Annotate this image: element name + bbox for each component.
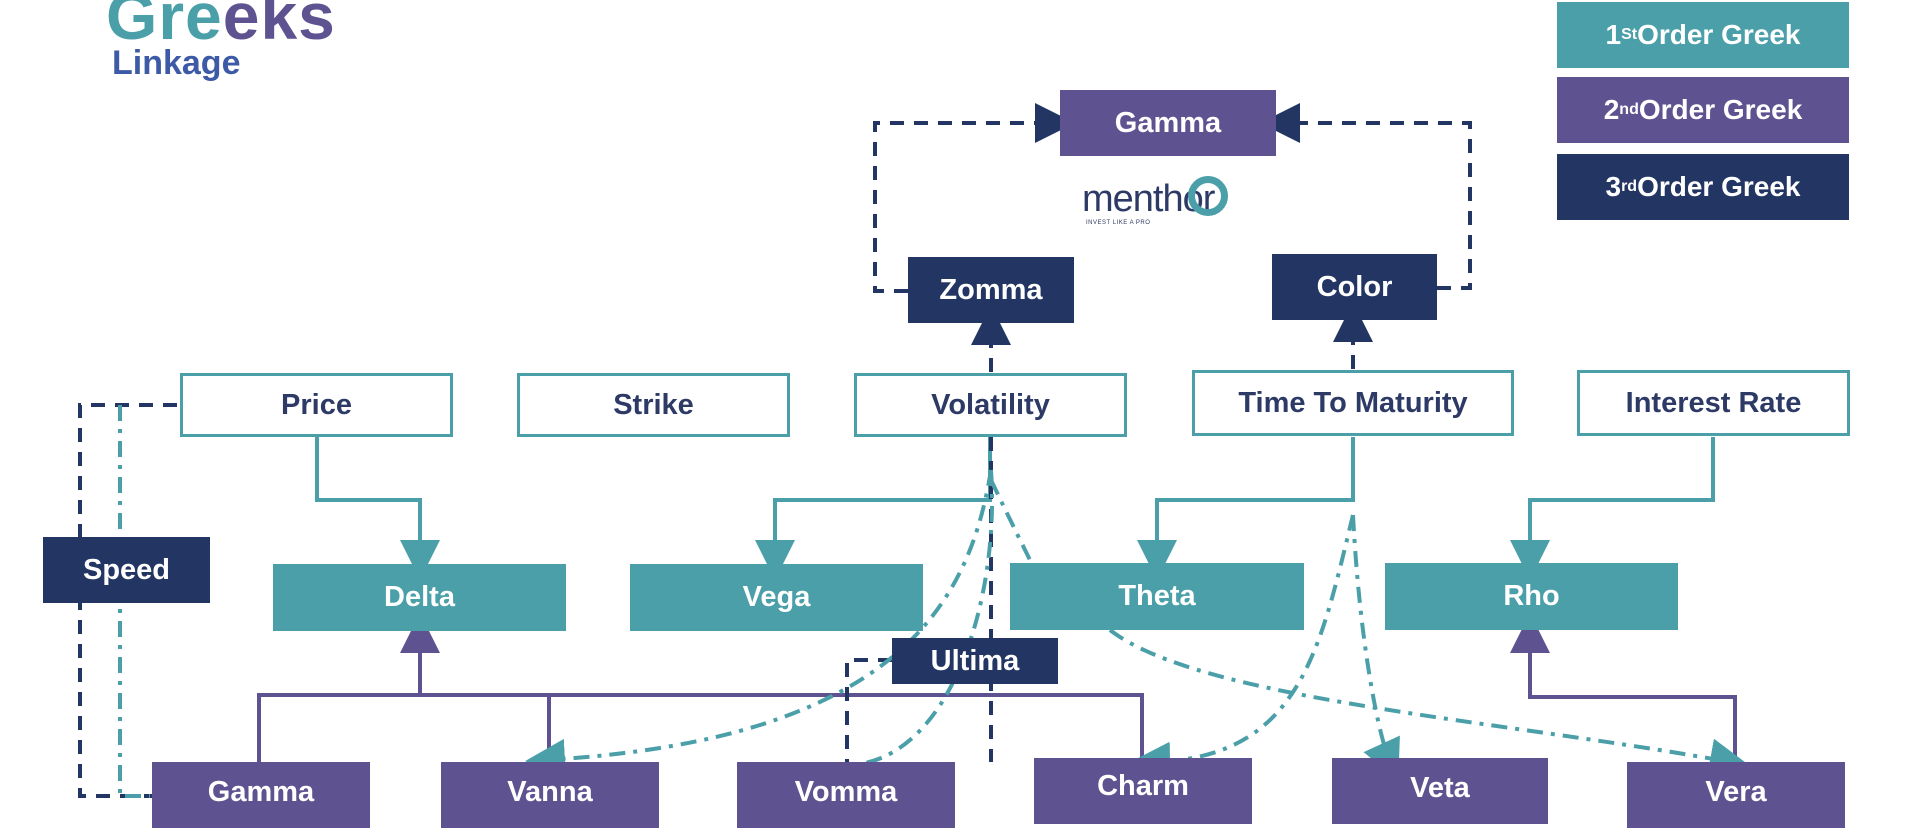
node-charm: Charm bbox=[1034, 758, 1252, 824]
node-rho: Rho bbox=[1385, 563, 1678, 630]
node-vomma: Vomma bbox=[737, 762, 955, 828]
menthor-tagline: INVEST LIKE A PRO bbox=[1086, 220, 1151, 226]
ultima-link bbox=[845, 658, 892, 762]
veta-link bbox=[1351, 514, 1400, 781]
node-vera: Vera bbox=[1627, 762, 1845, 828]
input-volatility: Volatility bbox=[854, 373, 1127, 437]
price-to-delta-connector bbox=[315, 437, 440, 580]
input-interest-rate: Interest Rate bbox=[1577, 370, 1850, 436]
node-speed: Speed bbox=[43, 537, 210, 603]
node-veta: Veta bbox=[1332, 758, 1548, 824]
color-to-gamma-connector bbox=[1260, 103, 1472, 290]
menthor-q-icon bbox=[1188, 176, 1228, 216]
node-color: Color bbox=[1272, 254, 1437, 320]
zomma-to-gamma-connector bbox=[873, 103, 1075, 293]
diagram-title: Greeks bbox=[106, 0, 336, 53]
input-price: Price bbox=[180, 373, 453, 437]
node-gamma: Gamma bbox=[152, 762, 370, 828]
charm-link bbox=[1130, 514, 1355, 782]
node-gamma-top: Gamma bbox=[1060, 90, 1276, 156]
node-vanna: Vanna bbox=[441, 762, 659, 828]
time-to-theta-connector bbox=[1137, 437, 1355, 580]
node-theta: Theta bbox=[1010, 563, 1304, 630]
node-delta: Delta bbox=[273, 564, 566, 631]
node-zomma: Zomma bbox=[908, 257, 1074, 323]
vera-to-rho-connector bbox=[1510, 613, 1737, 762]
volatility-to-vega-connector bbox=[755, 437, 992, 580]
delta-children-bus bbox=[257, 693, 1144, 762]
input-strike: Strike bbox=[517, 373, 790, 437]
greeks-linkage-diagram: Greeks Linkage bbox=[43, 0, 1850, 828]
rate-to-rho-connector bbox=[1510, 437, 1715, 580]
node-vega: Vega bbox=[630, 564, 923, 631]
node-ultima: Ultima bbox=[892, 638, 1058, 684]
input-time-to-maturity: Time To Maturity bbox=[1192, 370, 1514, 436]
diagram-subtitle: Linkage bbox=[112, 44, 241, 82]
